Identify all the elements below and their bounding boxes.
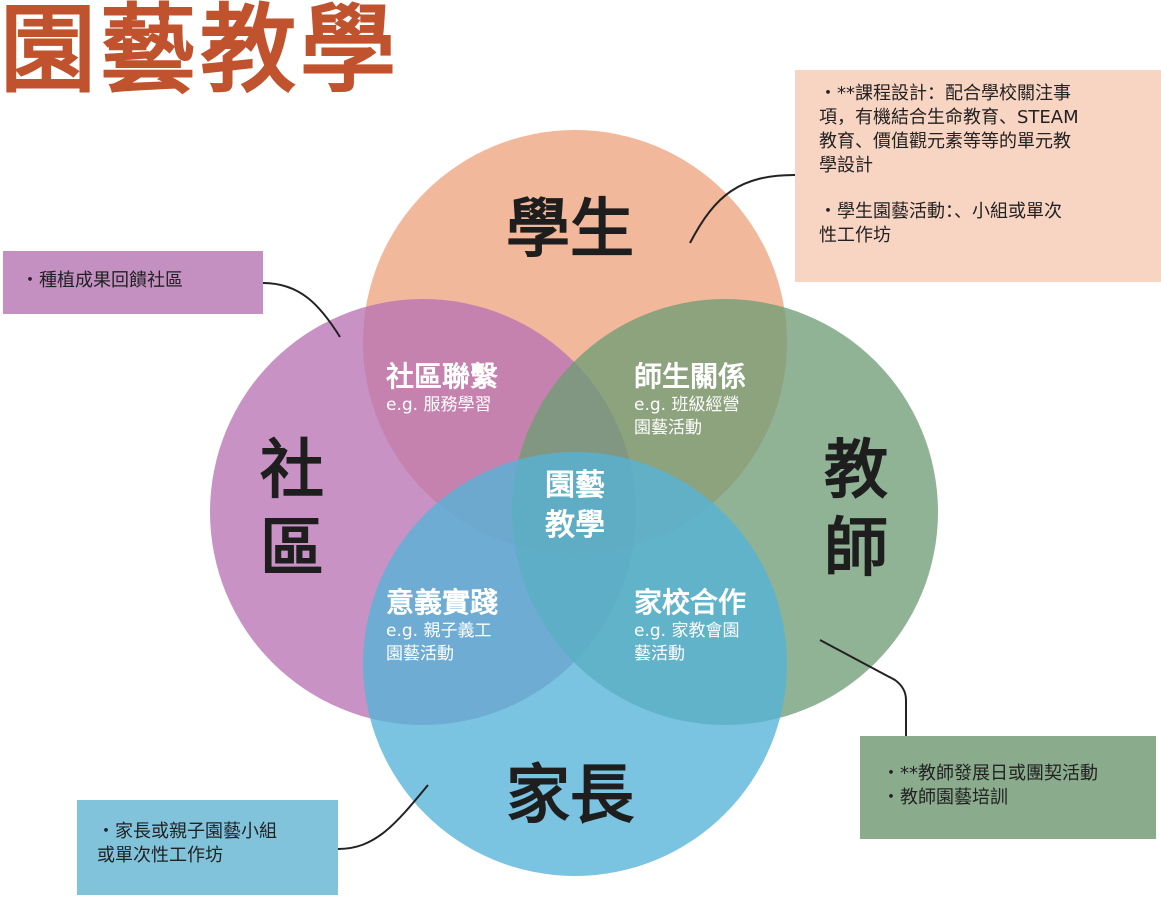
- overlap-heading: 社區聯繫: [386, 360, 499, 393]
- student-note-activities: ・學生園藝活動：、小組或單次 性工作坊: [819, 201, 1062, 246]
- student-note-connector: [689, 174, 796, 244]
- community-note-box: ・種植成果回饋社區: [3, 251, 263, 314]
- community-note-connector: [262, 282, 341, 338]
- teacher-note-connector: [819, 639, 907, 736]
- overlap-example: e.g. 班級經營 園藝活動: [634, 395, 740, 438]
- parent-note-box: ・家長或親子園藝小組 或單次性工作坊: [77, 800, 338, 895]
- overlap-heading: 家校合作: [634, 586, 747, 619]
- parent-circle: [363, 452, 787, 876]
- overlap-example: e.g. 家教會園 藝活動: [634, 621, 740, 664]
- parent-note-connector: [337, 784, 429, 850]
- overlap-heading: 師生關係: [634, 360, 747, 393]
- teacher-note-text: ・**教師發展日或團契活動 ・教師園藝培訓: [882, 763, 1098, 808]
- teacher-note-box: ・**教師發展日或團契活動 ・教師園藝培訓: [860, 736, 1156, 839]
- overlap-example: e.g. 親子義工 園藝活動: [386, 621, 492, 664]
- community-label: 社區: [260, 434, 324, 586]
- page-title: 園藝教學: [0, 0, 400, 106]
- center-label: 園藝 教學: [545, 468, 605, 543]
- overlap-community-parent: 意義實踐 e.g. 親子義工 園藝活動: [386, 586, 498, 666]
- student-note-box: ・**課程設計：配合學校關注事 項，有機結合生命教育、STEAM 教育、價值觀元…: [795, 70, 1161, 282]
- parent-note-text: ・家長或親子園藝小組 或單次性工作坊: [97, 821, 277, 866]
- overlap-example: e.g. 服務學習: [386, 395, 492, 415]
- student-label: 學生: [506, 193, 634, 267]
- overlap-teacher-parent: 家校合作 e.g. 家教會園 藝活動: [634, 586, 746, 666]
- parent-label: 家長: [506, 759, 634, 833]
- teacher-label: 教師: [824, 434, 888, 586]
- overlap-community-student: 社區聯繫 e.g. 服務學習: [386, 360, 498, 417]
- community-note-text: ・種植成果回饋社區: [21, 270, 183, 291]
- overlap-heading: 意義實踐: [386, 586, 499, 619]
- student-note-curriculum: ・**課程設計：配合學校關注事 項，有機結合生命教育、STEAM 教育、價值觀元…: [819, 83, 1079, 176]
- overlap-student-teacher: 師生關係 e.g. 班級經營 園藝活動: [634, 360, 746, 440]
